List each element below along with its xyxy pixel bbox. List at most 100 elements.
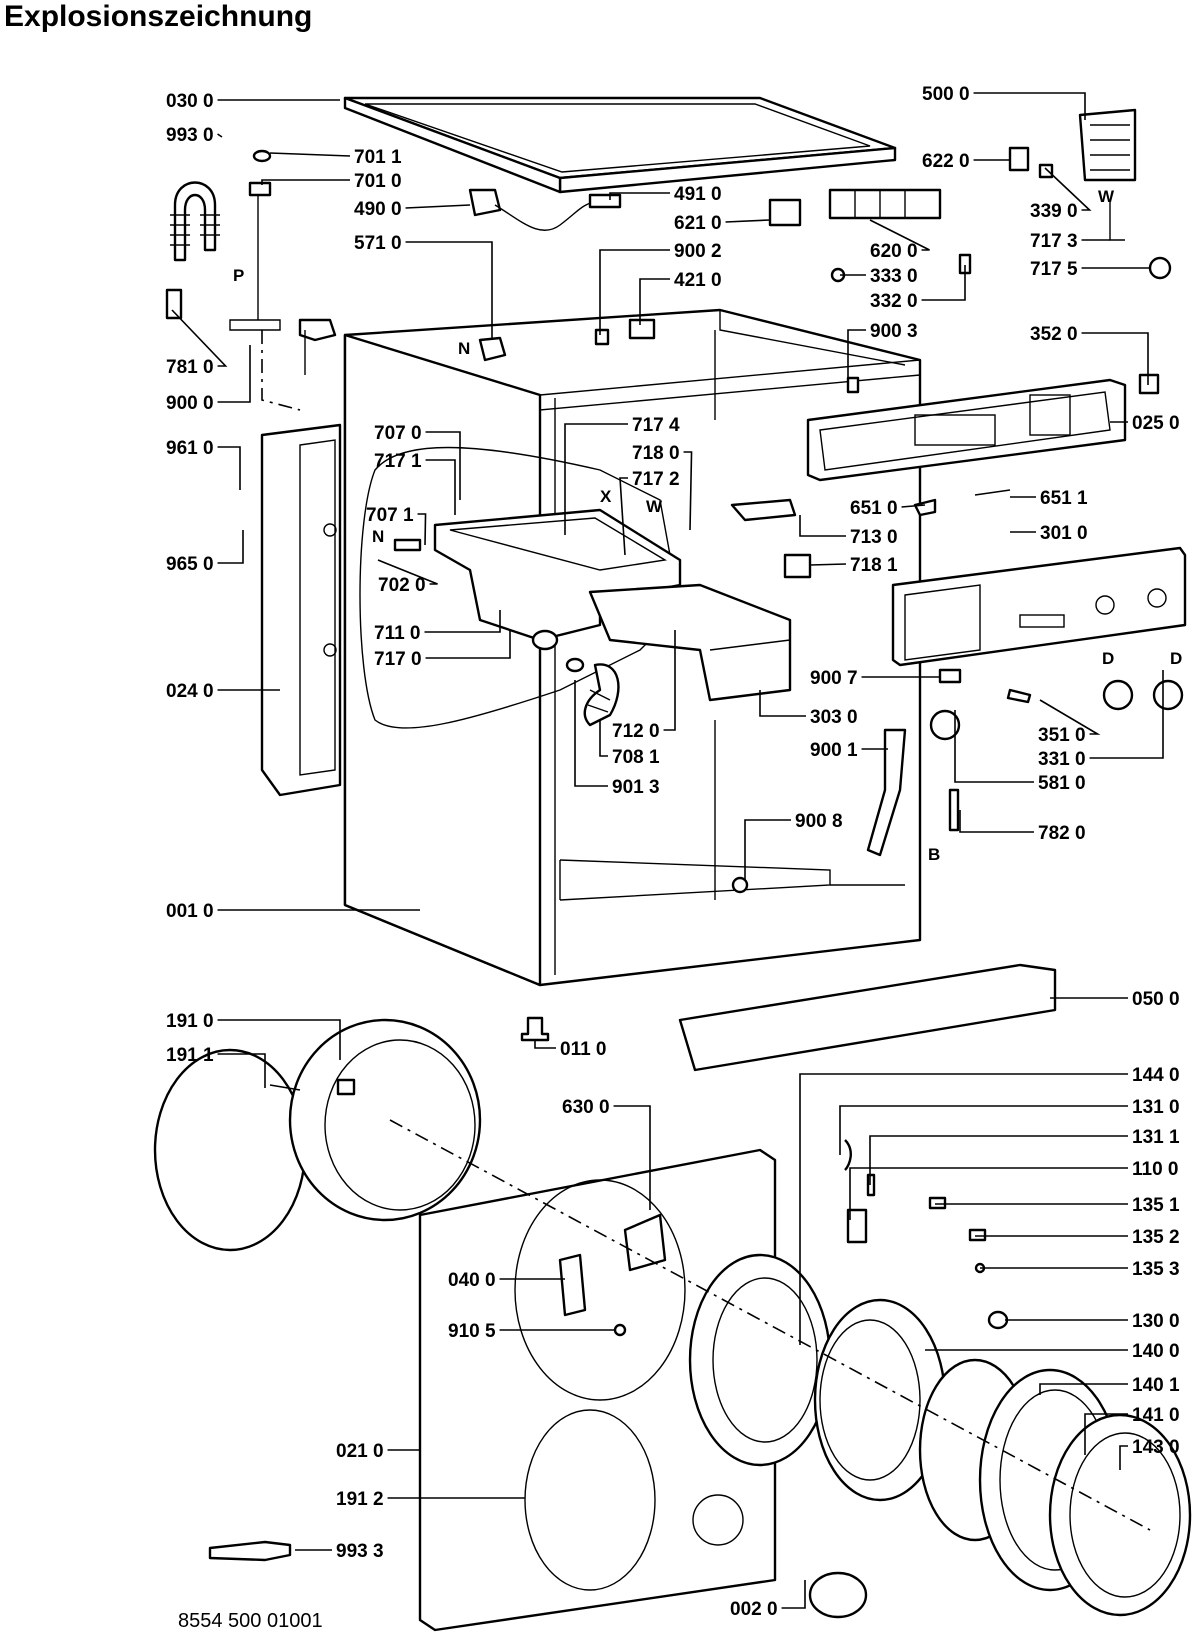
door-bellow xyxy=(153,1018,482,1252)
callout-label: 110 0 xyxy=(1132,1159,1179,1180)
callout-c4900: 490 0 xyxy=(354,199,471,220)
callout-label: 331 0 xyxy=(1038,749,1086,770)
callout-label: 143 0 xyxy=(1132,1437,1180,1458)
door-hinge-parts xyxy=(208,1139,1009,1562)
callout-label: 717 5 xyxy=(1030,259,1078,280)
callout-label: 135 1 xyxy=(1132,1195,1180,1216)
callout-c6300: 630 0 xyxy=(562,1097,651,1210)
callout-label: 011 0 xyxy=(560,1039,607,1060)
callout-c3030: 303 0 xyxy=(759,690,858,728)
callout-label: 025 0 xyxy=(1132,413,1180,434)
callout-label: 993 3 xyxy=(336,1541,384,1562)
callout-c9003: 900 3 xyxy=(847,321,918,385)
callout-c9001: 900 1 xyxy=(810,740,888,761)
callout-label: 030 0 xyxy=(166,91,214,112)
leader-line xyxy=(609,192,670,200)
callout-c3390: 339 0 xyxy=(1030,167,1092,222)
callout-c7174: 717 4 xyxy=(564,415,680,535)
callout-c7172: 717 2 xyxy=(619,469,680,556)
reference-letter-P: P xyxy=(233,266,244,285)
foot xyxy=(520,1016,550,1042)
callout-c0010: 001 0 xyxy=(166,901,420,922)
reference-letter-N2: N xyxy=(372,527,384,546)
callout-c9650: 965 0 xyxy=(166,530,244,575)
callout-label: 711 0 xyxy=(374,623,421,644)
callout-c0300: 030 0 xyxy=(166,91,340,112)
callout-c0400: 040 0 xyxy=(448,1270,565,1291)
reference-letter-D2: D xyxy=(1170,649,1182,668)
callout-c4210: 421 0 xyxy=(639,270,722,325)
callout-label: 900 3 xyxy=(870,321,918,342)
callout-label: 040 0 xyxy=(448,1270,496,1291)
leader-line xyxy=(599,249,670,335)
callout-c6210: 621 0 xyxy=(674,213,771,234)
callout-c7173: 717 3 xyxy=(1030,231,1110,252)
callout-c1911: 191 1 xyxy=(166,1045,266,1088)
leader-line xyxy=(799,1073,1128,1345)
leader-line xyxy=(217,345,251,403)
leader-line xyxy=(1039,1383,1128,1395)
callout-label: 621 0 xyxy=(674,213,722,234)
callout-c1440: 144 0 xyxy=(799,1065,1180,1345)
callout-c7181: 718 1 xyxy=(809,555,898,576)
callout-label: 712 0 xyxy=(612,721,660,742)
callout-label: 131 0 xyxy=(1132,1097,1180,1118)
leader-line xyxy=(425,630,511,659)
callout-c3320: 332 0 xyxy=(870,265,966,312)
callout-label: 002 0 xyxy=(730,1599,778,1620)
callout-label: 144 0 xyxy=(1132,1065,1180,1086)
callout-label: 301 0 xyxy=(1040,523,1088,544)
callout-label: 701 0 xyxy=(354,171,402,192)
callout-c5000: 500 0 xyxy=(922,84,1086,120)
top-cover xyxy=(343,96,897,194)
leader-line xyxy=(839,1105,1128,1155)
callout-label: 500 0 xyxy=(922,84,970,105)
leader-line xyxy=(725,219,771,223)
leader-line xyxy=(261,179,350,185)
callout-c7130: 713 0 xyxy=(799,515,898,548)
leader-line xyxy=(849,1167,1128,1220)
callout-c3010: 301 0 xyxy=(1010,523,1088,544)
callout-c6511: 651 1 xyxy=(1010,488,1088,509)
leader-line xyxy=(377,559,438,585)
callout-label: 140 1 xyxy=(1132,1375,1180,1396)
leader-line xyxy=(973,92,1086,120)
leader-line xyxy=(564,423,628,535)
callout-label: 001 0 xyxy=(166,901,214,922)
leader-line xyxy=(1084,1413,1128,1455)
callout-label: 910 5 xyxy=(448,1321,496,1342)
callout-label: 050 0 xyxy=(1132,989,1180,1010)
callout-c5810: 581 0 xyxy=(954,710,1086,794)
callout-c7170: 717 0 xyxy=(374,630,511,670)
wiring-harness xyxy=(468,108,1172,395)
callout-label: 900 1 xyxy=(810,740,858,761)
door-assembly xyxy=(389,1119,1192,1619)
callout-label: 718 1 xyxy=(850,555,898,576)
cabinet xyxy=(343,308,922,987)
cabinet-side-parts xyxy=(730,489,1184,894)
reference-letter-N1: N xyxy=(458,339,470,358)
callout-label: 491 0 xyxy=(674,184,722,205)
callout-c3330: 333 0 xyxy=(840,266,918,287)
callout-c1351: 135 1 xyxy=(935,1195,1180,1216)
callout-c1430: 143 0 xyxy=(1119,1437,1180,1470)
rear-panel xyxy=(260,423,342,797)
callout-c1352: 135 2 xyxy=(975,1227,1180,1248)
callout-c7081: 708 1 xyxy=(599,720,660,768)
leader-line xyxy=(574,680,608,787)
callout-c1410: 141 0 xyxy=(1084,1405,1180,1455)
callout-label: 024 0 xyxy=(166,681,214,702)
leader-line xyxy=(954,710,1034,783)
callout-c9933: 993 3 xyxy=(295,1541,384,1562)
callout-c7171: 717 1 xyxy=(374,451,456,515)
leader-line xyxy=(217,1053,266,1088)
leader-line xyxy=(869,1135,1128,1185)
leader-line xyxy=(1081,332,1149,385)
leader-line xyxy=(683,451,693,531)
callout-label: 707 1 xyxy=(366,505,414,526)
callout-label: 713 0 xyxy=(850,527,898,548)
callout-label: 961 0 xyxy=(166,438,214,459)
callout-c1912: 191 2 xyxy=(336,1489,525,1510)
leader-line xyxy=(425,431,461,500)
